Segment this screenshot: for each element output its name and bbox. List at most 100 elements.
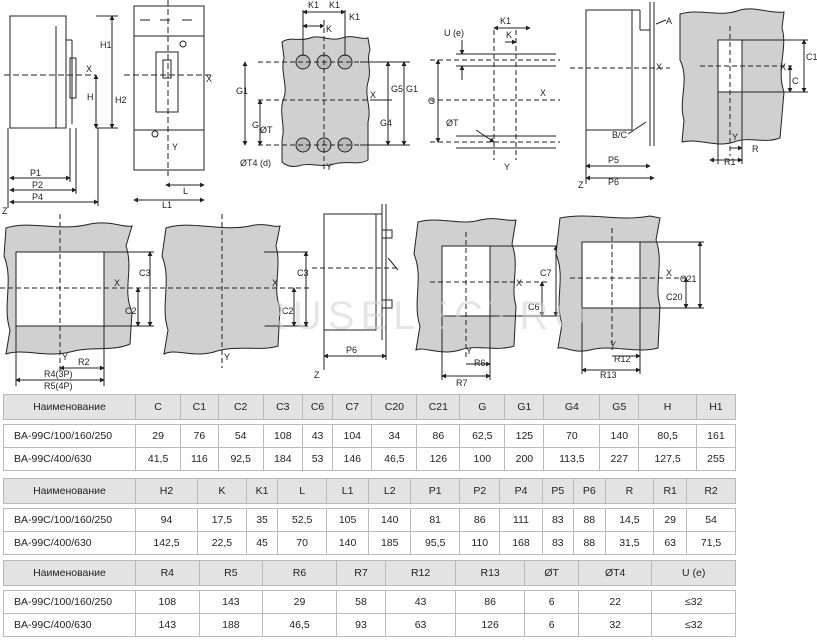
label-y-small: Y: [732, 132, 738, 142]
label-x-c3b: X: [272, 278, 278, 288]
table-row: BA-99C/100/160/250 29 76 54 108 43 104 3…: [3, 424, 737, 448]
table-row: BA-99C/400/630 142,5 22,5 45 70 140 185 …: [3, 531, 736, 555]
value-cell: 104: [332, 424, 373, 448]
label-p6-mount: P6: [346, 345, 357, 355]
header-cell: P5: [541, 478, 575, 504]
label-x-holes: X: [370, 90, 376, 100]
label-z-mount: Z: [314, 370, 320, 380]
table-row: BA-99C/400/630 143 188 46,5 93 63 126 6 …: [3, 613, 736, 637]
value-cell: 54: [686, 508, 736, 532]
panel-mount-labels: P6 Z: [314, 345, 357, 380]
value-cell: 6: [524, 590, 579, 614]
mounting-holes-drawing: [242, 9, 410, 170]
value-cell: 83: [541, 531, 575, 555]
panel-side-drawing: [570, 2, 670, 184]
label-c1-small: C1: [806, 52, 817, 62]
header-cell: C2: [217, 394, 264, 420]
value-cell: 127,5: [638, 447, 697, 471]
label-x-small: X: [780, 62, 786, 72]
label-p2: P2: [32, 180, 43, 190]
header-cell: R: [604, 478, 655, 504]
busbar-drawing: [430, 25, 560, 160]
label-c3-b: C3: [297, 268, 309, 278]
value-cell: 100: [459, 447, 506, 471]
panel-side-labels: A X B/C P5 P6 Z: [578, 16, 672, 190]
value-cell: 88: [573, 508, 606, 532]
label-p1: P1: [30, 168, 41, 178]
label-x-c3: X: [114, 278, 120, 288]
label-h1: H1: [100, 40, 112, 50]
value-cell: 126: [454, 613, 526, 637]
mounting-holes-labels: K1 K1 K1 K G1 G ØT ØT4 (d) G4 G5 G1 X Y: [236, 0, 418, 172]
value-cell: 34: [371, 424, 418, 448]
cutout-c21-drawing: [555, 215, 704, 374]
value-cell: 161: [695, 424, 737, 448]
header-cell: L1: [326, 478, 370, 504]
value-cell: 63: [385, 613, 456, 637]
model-cell: BA-99C/100/160/250: [3, 508, 136, 532]
label-z: Z: [2, 206, 8, 216]
label-g: G: [252, 120, 259, 130]
header-cell: H1: [695, 394, 737, 420]
value-cell: 46,5: [371, 447, 418, 471]
value-cell: 22,5: [197, 531, 247, 555]
header-cell: P1: [410, 478, 461, 504]
cutout-c7-labels: C7 C6 X Y R6 R7: [456, 268, 552, 388]
header-cell: Наименование: [3, 478, 136, 504]
label-r4: R4(3P): [44, 369, 73, 379]
cutout-c3-labels: C3 C2 X Y R2 R4(3P) R5(4P): [44, 268, 151, 391]
value-cell: 6: [524, 613, 579, 637]
label-g-bus: G: [428, 96, 435, 106]
label-y-front: Y: [172, 142, 178, 152]
side-view-labels: H1 H2 H X P1 P2 P4 Z: [2, 40, 127, 216]
header-cell: L2: [368, 478, 412, 504]
label-a: A: [666, 16, 672, 26]
front-view-labels: X Y L L1: [162, 74, 212, 210]
label-g1: G1: [236, 86, 248, 96]
value-cell: 32: [577, 613, 653, 637]
value-cell: 125: [504, 424, 545, 448]
header-cell: P4: [499, 478, 543, 504]
label-k1-top2: K1: [329, 0, 340, 10]
header-cell: R2: [686, 478, 736, 504]
value-cell: 62,5: [459, 424, 506, 448]
label-c2-a: C2: [125, 306, 137, 316]
label-p5: P5: [608, 155, 619, 165]
label-x-bus: X: [540, 88, 546, 98]
label-c7: C7: [540, 268, 552, 278]
model-cell: BA-99C/400/630: [3, 447, 136, 471]
value-cell: 94: [134, 508, 199, 532]
header-cell: R13: [454, 560, 526, 586]
label-k1-right: K1: [349, 12, 360, 22]
label-y-c21: Y: [610, 340, 616, 350]
table-row: BA-99C/100/160/250 94 17,5 35 52,5 105 1…: [3, 508, 736, 532]
model-cell: BA-99C/100/160/250: [3, 590, 136, 614]
value-cell: 92,5: [217, 447, 264, 471]
header-cell: G1: [504, 394, 545, 420]
value-cell: 31,5: [604, 531, 655, 555]
value-cell: 52,5: [277, 508, 328, 532]
label-x-c21: X: [666, 268, 672, 278]
value-cell: 83: [541, 508, 575, 532]
label-g5: G5: [391, 84, 403, 94]
header-cell: C3: [262, 394, 303, 420]
value-cell: 58: [335, 590, 387, 614]
front-view-drawing: [124, 0, 214, 203]
value-cell: 53: [301, 447, 334, 471]
value-cell: 35: [245, 508, 279, 532]
label-c21: C21: [680, 274, 697, 284]
cutout-c3-drawing: [0, 214, 160, 386]
value-cell: 86: [459, 508, 501, 532]
value-cell: 54: [217, 424, 264, 448]
value-cell: 140: [326, 531, 370, 555]
label-bc: B/C: [612, 130, 628, 140]
header-cell: L: [277, 478, 328, 504]
header-cell: C7: [332, 394, 373, 420]
label-l: L: [183, 186, 188, 196]
value-cell: 111: [499, 508, 543, 532]
watermark: RUSELECTRO: [258, 294, 592, 338]
header-cell: K: [197, 478, 247, 504]
table-header-row: Наименование C C1 C2 C3 C6 C7 C20 C21 G …: [3, 394, 737, 420]
value-cell: 70: [543, 424, 601, 448]
label-r7: R7: [456, 378, 468, 388]
